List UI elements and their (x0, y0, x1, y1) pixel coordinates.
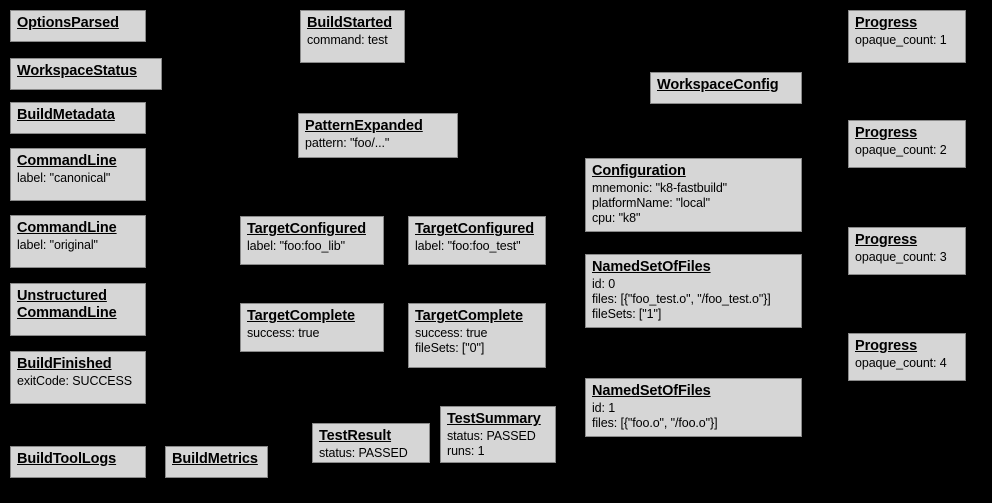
node-progress-2[interactable]: Progress opaque_count: 2 (848, 120, 966, 168)
node-title: NamedSetOfFiles (592, 383, 711, 399)
node-command-line-original[interactable]: CommandLine label: "original" (10, 215, 146, 268)
node-fields: command: test (307, 33, 398, 48)
node-pattern-expanded[interactable]: PatternExpanded pattern: "foo/..." (298, 113, 458, 158)
node-fields: label: "canonical" (17, 171, 139, 186)
node-fields: pattern: "foo/..." (305, 136, 451, 151)
node-title: BuildToolLogs (17, 451, 117, 467)
node-field: opaque_count: 3 (855, 250, 947, 265)
node-title: TargetConfigured (247, 221, 366, 237)
node-title: TestSummary (447, 411, 541, 427)
node-fields: opaque_count: 3 (855, 250, 959, 265)
node-fields: exitCode: SUCCESS (17, 374, 139, 389)
node-field: mnemonic: "k8-fastbuild" (592, 181, 728, 196)
node-title: TargetConfigured (415, 221, 534, 237)
node-title: CommandLine (17, 153, 117, 169)
node-field: runs: 1 (447, 443, 485, 458)
node-fields: opaque_count: 1 (855, 33, 959, 48)
node-fields: label: "original" (17, 238, 139, 253)
node-progress-1[interactable]: Progress opaque_count: 1 (848, 10, 966, 63)
node-target-configured-lib[interactable]: TargetConfigured label: "foo:foo_lib" (240, 216, 384, 265)
node-title: BuildMetadata (17, 107, 115, 123)
node-field: fileSets: ["0"] (415, 340, 485, 355)
node-title: PatternExpanded (305, 118, 423, 134)
node-field: opaque_count: 2 (855, 143, 947, 158)
node-target-complete-lib[interactable]: TargetComplete success: true (240, 303, 384, 352)
node-title: WorkspaceStatus (17, 63, 137, 79)
node-title: Progress (855, 125, 918, 141)
node-field: status: PASSED (319, 446, 408, 461)
node-field: label: "canonical" (17, 171, 111, 186)
node-title: Progress (855, 232, 918, 248)
node-title: BuildStarted (307, 15, 393, 31)
node-title: Configuration (592, 163, 686, 179)
node-fields: status: PASSED (319, 446, 423, 461)
node-title: CommandLine (17, 220, 117, 236)
node-field: label: "original" (17, 238, 98, 253)
node-build-metadata[interactable]: BuildMetadata (10, 102, 146, 134)
node-progress-3[interactable]: Progress opaque_count: 3 (848, 227, 966, 275)
node-field: id: 0 (592, 277, 616, 292)
node-fields: success: true (247, 326, 377, 341)
node-fields: mnemonic: "k8-fastbuild"platformName: "l… (592, 181, 795, 225)
node-build-finished[interactable]: BuildFinished exitCode: SUCCESS (10, 351, 146, 404)
node-title: BuildMetrics (172, 451, 258, 467)
node-field: fileSets: ["1"] (592, 306, 662, 321)
node-field: exitCode: SUCCESS (17, 374, 133, 389)
node-test-result[interactable]: TestResult status: PASSED (312, 423, 430, 463)
node-title: WorkspaceConfig (657, 77, 779, 93)
node-options-parsed[interactable]: OptionsParsed (10, 10, 146, 42)
node-fields: label: "foo:foo_lib" (247, 239, 377, 254)
node-field: pattern: "foo/..." (305, 136, 390, 151)
node-workspace-status[interactable]: WorkspaceStatus (10, 58, 162, 90)
node-title: TargetComplete (247, 308, 355, 324)
node-title: Progress (855, 338, 918, 354)
node-field: command: test (307, 33, 388, 48)
node-title: TestResult (319, 428, 392, 444)
node-fields: opaque_count: 4 (855, 356, 959, 371)
node-field: status: PASSED (447, 429, 536, 444)
node-field: id: 1 (592, 401, 616, 416)
node-field: label: "foo:foo_test" (415, 239, 521, 254)
node-fields: opaque_count: 2 (855, 143, 959, 158)
node-target-configured-test[interactable]: TargetConfigured label: "foo:foo_test" (408, 216, 546, 265)
node-field: files: [{"foo.o", "/foo.o"}] (592, 415, 718, 430)
node-title: NamedSetOfFiles (592, 259, 711, 275)
node-title: TargetComplete (415, 308, 523, 324)
node-progress-4[interactable]: Progress opaque_count: 4 (848, 333, 966, 381)
node-field: platformName: "local" (592, 195, 710, 210)
node-field: opaque_count: 4 (855, 356, 947, 371)
node-build-tool-logs[interactable]: BuildToolLogs (10, 446, 146, 478)
node-title: Unstructured CommandLine (17, 288, 117, 322)
node-title: OptionsParsed (17, 15, 119, 31)
node-command-line-canonical[interactable]: CommandLine label: "canonical" (10, 148, 146, 201)
node-title: BuildFinished (17, 356, 112, 372)
node-field: cpu: "k8" (592, 210, 641, 225)
node-field: label: "foo:foo_lib" (247, 239, 345, 254)
node-workspace-config[interactable]: WorkspaceConfig (650, 72, 802, 104)
node-build-metrics[interactable]: BuildMetrics (165, 446, 268, 478)
node-unstructured-command-line[interactable]: Unstructured CommandLine (10, 283, 146, 336)
node-field: success: true (247, 326, 320, 341)
node-field: opaque_count: 1 (855, 33, 947, 48)
node-field: success: true (415, 326, 488, 341)
node-fields: label: "foo:foo_test" (415, 239, 539, 254)
node-title: Progress (855, 15, 918, 31)
node-field: files: [{"foo_test.o", "/foo_test.o"}] (592, 291, 771, 306)
node-configuration[interactable]: Configuration mnemonic: "k8-fastbuild"pla… (585, 158, 802, 232)
node-build-started[interactable]: BuildStarted command: test (300, 10, 405, 63)
